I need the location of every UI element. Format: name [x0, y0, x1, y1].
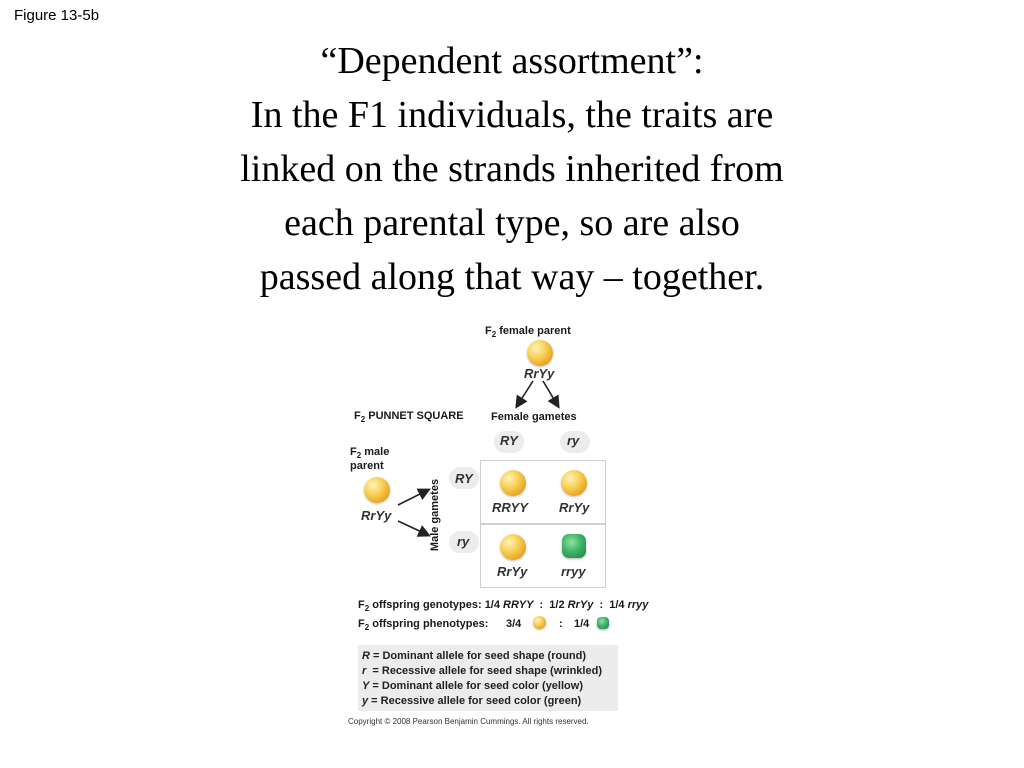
copyright-notice: Copyright © 2008 Pearson Benjamin Cummin… — [348, 717, 589, 726]
female-gamete-bubble — [494, 431, 524, 453]
title-line: linked on the strands inherited from — [240, 148, 784, 190]
male-gamete-1: RY — [455, 471, 473, 486]
legend-item: R = Dominant allele for seed shape (roun… — [362, 650, 587, 662]
arrow-female-ry-upper — [515, 380, 534, 409]
legend-item: Y = Dominant allele for seed color (yell… — [362, 680, 583, 692]
green-wrinkled-pea-icon — [597, 617, 609, 629]
male-gamete-2: ry — [457, 534, 470, 549]
punnett-cell: RRYY — [481, 461, 543, 523]
title-line: In the F1 individuals, the traits are — [250, 94, 774, 136]
male-gamete-bubble — [449, 467, 479, 489]
male-parent-genotype: RrYy — [361, 508, 392, 523]
male-gamete-bubble — [449, 531, 479, 553]
cell-genotype: rryy — [561, 564, 586, 579]
female-gamete-bubble — [560, 431, 590, 453]
punnett-cell: RrYy — [543, 461, 605, 523]
title-line: “Dependent assortment”: — [320, 40, 704, 82]
arrow-male-ry-lower — [397, 520, 431, 537]
cell-genotype: RrYy — [559, 500, 590, 515]
arrow-male-ry-upper — [397, 488, 431, 506]
allele-legend: R = Dominant allele for seed shape (roun… — [358, 645, 618, 711]
yellow-round-pea-icon — [561, 470, 587, 496]
yellow-round-pea-icon — [500, 534, 526, 560]
figure-label: Figure 13-5b — [14, 7, 100, 24]
male-parent-pea-icon — [364, 477, 390, 503]
cell-genotype: RrYy — [497, 564, 528, 579]
female-parent-genotype: RrYy — [524, 366, 555, 381]
female-parent-pea-icon — [527, 340, 553, 366]
punnett-cell: rryy — [543, 525, 605, 587]
punnet-square-label: F2 PUNNET SQUARE — [354, 410, 464, 425]
female-gametes-label: Female gametes — [491, 411, 577, 423]
female-gamete-1: RY — [500, 433, 518, 448]
arrows-overlay — [397, 380, 560, 537]
female-parent-label: F2 female parent — [485, 325, 571, 340]
phenotype-ratio-2: 1/4 — [574, 618, 590, 630]
title-line: each parental type, so are also — [284, 202, 740, 244]
green-wrinkled-pea-icon — [562, 534, 586, 558]
slide-title: “Dependent assortment”: In the F1 indivi… — [0, 34, 1024, 304]
yellow-round-pea-icon — [500, 470, 526, 496]
phenotype-colon: : — [559, 618, 563, 630]
female-gamete-2: ry — [567, 433, 580, 448]
punnett-cell: RrYy — [481, 525, 543, 587]
phenotype-ratio-1: 3/4 — [506, 618, 522, 630]
offspring-phenotypes: F2 offspring phenotypes: — [358, 618, 489, 633]
legend-item: y = Recessive allele for seed color (gre… — [362, 695, 582, 707]
offspring-genotypes: F2 offspring genotypes: 1/4 RRYY : 1/2 R… — [358, 599, 649, 614]
legend-item: r = Recessive allele for seed shape (wri… — [362, 665, 602, 677]
cell-genotype: RRYY — [492, 500, 528, 515]
male-parent-label: F2 male parent — [350, 446, 390, 473]
title-line: passed along that way – together. — [259, 256, 765, 298]
male-gametes-label: Male gametes — [429, 478, 442, 552]
yellow-round-pea-icon — [533, 616, 546, 629]
punnett-grid: RRYY RrYy RrYy rryy — [480, 460, 606, 588]
arrow-female-ry-lower — [542, 380, 560, 409]
